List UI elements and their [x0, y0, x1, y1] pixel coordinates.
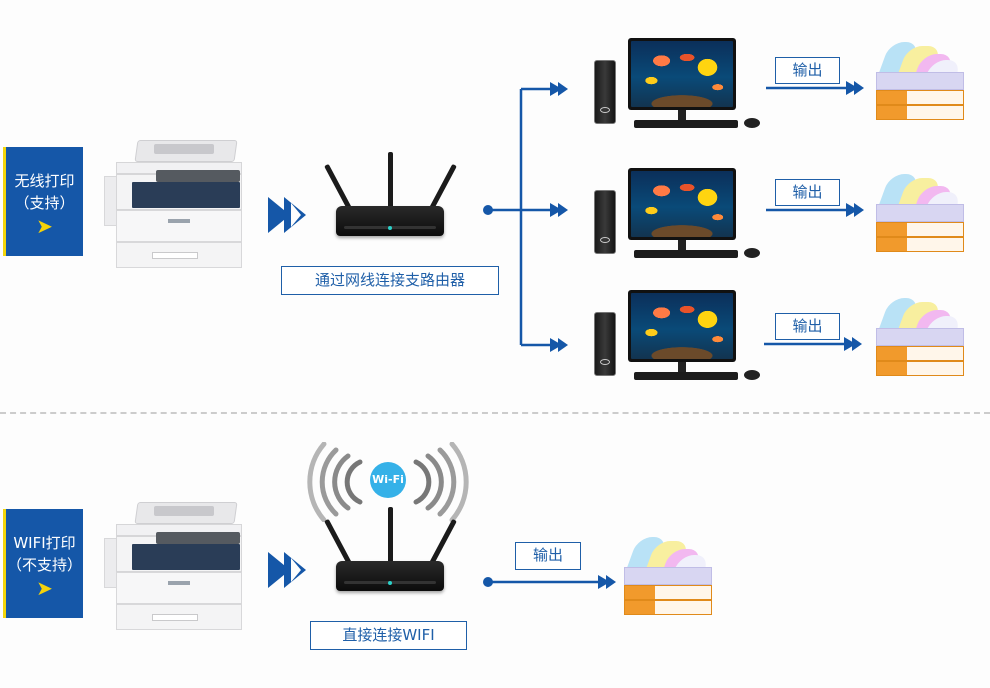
router-caption: 直接连接WIFI [310, 621, 467, 650]
led-indicator-icon [388, 581, 392, 585]
wifi-print-title: WIFI打印 [13, 534, 76, 552]
chevron-right-icon: ➤ [36, 214, 53, 238]
paper-stack-illustration [870, 172, 970, 254]
output-arrow [766, 81, 864, 95]
output-label: 输出 [775, 313, 840, 340]
router-caption: 通过网线连接支路由器 [281, 266, 499, 295]
wifi-signal-waves-icon [307, 442, 469, 522]
output-arrow [483, 575, 616, 589]
chevron-right-icon: ➤ [36, 576, 53, 600]
paper-stack-illustration [870, 296, 970, 378]
wireless-print-status: （支持） [14, 194, 75, 212]
computer-illustration [594, 168, 764, 260]
output-arrow [766, 203, 864, 217]
computer-illustration [594, 38, 764, 130]
wifi-badge: Wi-Fi [370, 462, 406, 498]
router-illustration [324, 505, 457, 595]
paper-stack-illustration [618, 535, 718, 617]
section-divider [0, 412, 990, 414]
arrow-head-icon [550, 82, 568, 96]
wifi-print-label: WIFI打印 （不支持） ➤ [3, 509, 83, 618]
output-label: 输出 [775, 57, 840, 84]
double-arrow-icon [268, 552, 306, 588]
output-label: 输出 [775, 179, 840, 206]
arrow-head-icon [550, 338, 568, 352]
led-indicator-icon [388, 226, 392, 230]
wireless-print-title: 无线打印 [14, 172, 75, 190]
paper-stack-illustration [870, 40, 970, 122]
computer-illustration [594, 290, 764, 382]
wifi-print-status: （不支持） [6, 556, 82, 574]
wireless-print-label: 无线打印 （支持） ➤ [3, 147, 83, 256]
connector-tree [483, 82, 568, 352]
router-illustration [324, 150, 457, 240]
printer-illustration [96, 128, 246, 268]
double-arrow-icon [268, 197, 306, 233]
output-arrow [764, 337, 862, 351]
output-label: 输出 [515, 542, 581, 570]
arrow-head-icon [550, 203, 568, 217]
printer-illustration [96, 490, 246, 630]
